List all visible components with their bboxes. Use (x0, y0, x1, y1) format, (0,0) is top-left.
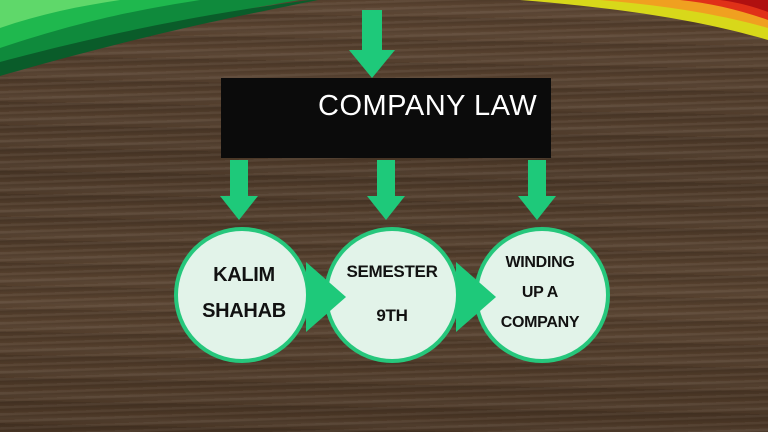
down-arrow-icon (518, 160, 556, 220)
title-box (221, 78, 551, 158)
node-1-line-2: SHAHAB (202, 300, 286, 322)
node-2-line-2: 9TH (376, 306, 408, 325)
node-2-line-1: SEMESTER (346, 262, 438, 281)
diagram-title: COMPANY LAW (318, 90, 538, 122)
node-circle-1 (174, 227, 310, 363)
node-3-line-3: COMPANY (500, 314, 580, 331)
node-1-line-1: KALIM (213, 264, 275, 286)
chevron-right-icon (456, 262, 496, 332)
node-3-line-2: UP A (521, 284, 559, 301)
node-3-line-1: WINDING (505, 254, 575, 271)
chevron-right-icon (306, 262, 346, 332)
down-arrow-icon (367, 160, 405, 220)
down-arrow-icon (220, 160, 258, 220)
down-arrow-icon (349, 10, 395, 78)
